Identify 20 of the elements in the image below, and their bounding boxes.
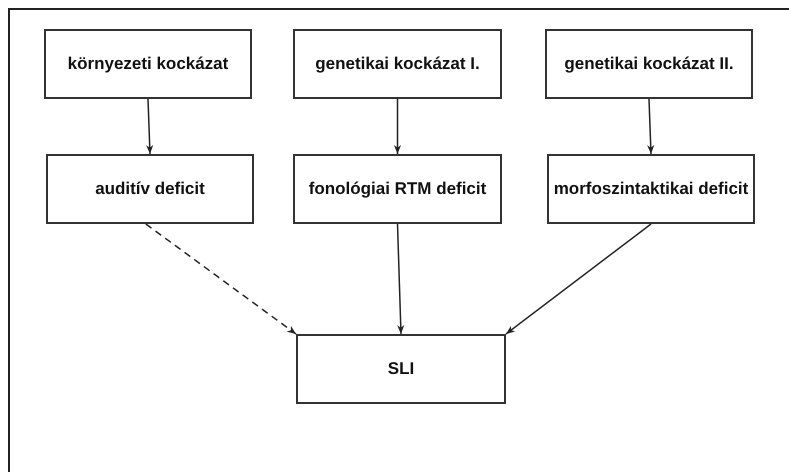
process-box: [44, 29, 252, 99]
process-box: [293, 29, 502, 99]
box-label: auditív deficit: [95, 178, 205, 200]
process-box: [296, 334, 506, 404]
box-label: morfoszintaktikai deficit: [554, 178, 748, 200]
process-box: [547, 154, 755, 224]
box-label: fonológiai RTM deficit: [308, 178, 486, 200]
arrow: [396, 224, 404, 334]
process-box: [293, 154, 502, 224]
box-label: genetikai kockázat II.: [564, 52, 734, 75]
box-label: környezeti kockázat: [68, 52, 228, 75]
box-label: genetikai kockázat I.: [315, 52, 480, 75]
box-label: SLI: [388, 358, 414, 380]
arrow: [506, 223, 652, 335]
arrow: [647, 98, 654, 154]
arrow: [146, 98, 154, 154]
process-box: [46, 154, 254, 224]
arrow: [145, 223, 296, 335]
process-box: [545, 29, 753, 99]
arrow: [394, 99, 402, 154]
